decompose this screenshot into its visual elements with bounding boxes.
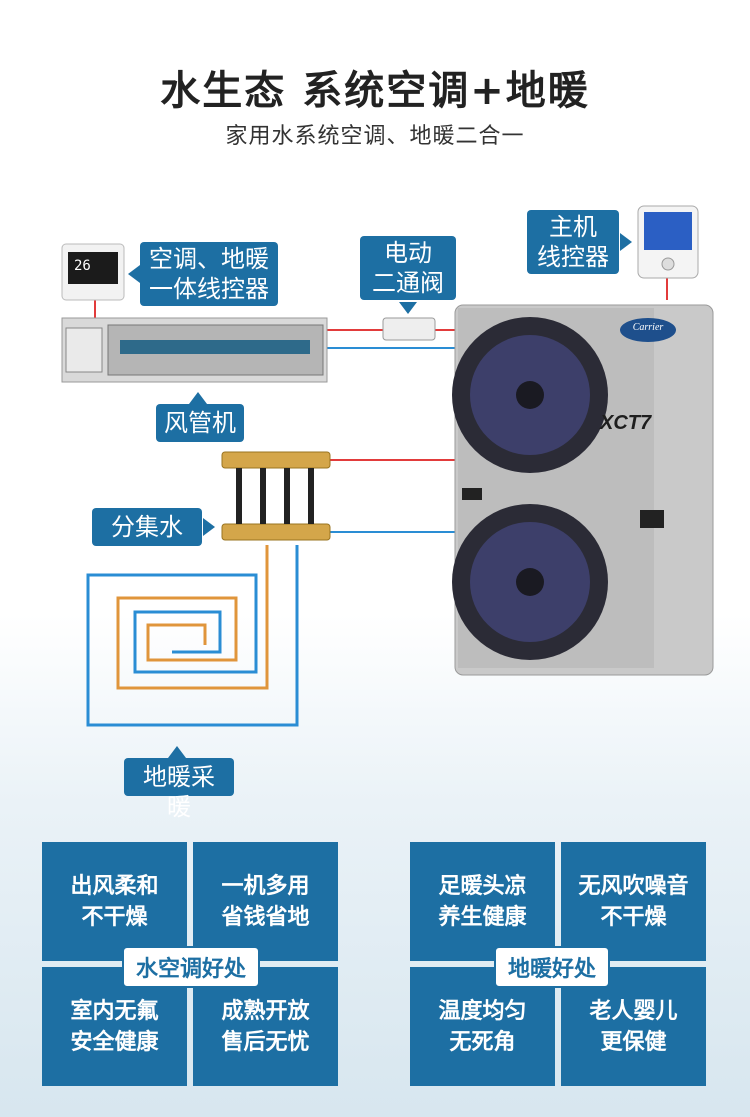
combo-controller-label: 空调、地暖 一体线控器: [140, 242, 278, 306]
heating-benefits-badge: 地暖好处: [494, 946, 611, 988]
ac-benefit-cell: 一机多用 省钱省地: [193, 842, 338, 961]
ac-benefit-line: 成熟开放: [221, 998, 310, 1024]
system-diagram: [61, 205, 714, 727]
main-controller-device: [637, 205, 699, 279]
manifold-arrow: [203, 518, 215, 536]
model-logo: XCT7: [600, 412, 652, 434]
ac-benefits-badge: 水空调好处: [122, 946, 261, 988]
manifold-label: 分集水器: [92, 508, 202, 571]
main-controller-label-line2: 线控器: [537, 243, 609, 271]
ac-benefit-line: 室内无氟: [70, 998, 159, 1024]
heating-benefit-line: 无死角: [449, 1029, 516, 1055]
valve-arrow: [399, 302, 417, 314]
heating-benefit-line: 不干燥: [600, 904, 667, 930]
valve-device: [382, 317, 436, 341]
valve-label-line2: 二通阀: [372, 269, 444, 297]
page-title: 水生态 系统空调+地暖: [160, 68, 590, 114]
duct-unit-device: [61, 317, 328, 383]
heating-benefit-line: 养生健康: [438, 904, 527, 930]
brand-logo: Carrier: [632, 322, 664, 333]
duct-unit-arrow: [189, 392, 207, 404]
ac-benefit-line: 省钱省地: [221, 904, 310, 930]
controller-display-value: 26: [74, 258, 91, 274]
combo-controller-label-line2: 一体线控器: [149, 275, 269, 303]
heating-benefits-panel: 足暖头凉 养生健康 无风吹噪音 不干燥 温度均匀 无死角 老人婴儿 更保健: [410, 842, 706, 1086]
ac-benefit-line: 出风柔和: [70, 873, 159, 899]
ac-benefit-line: 售后无忧: [221, 1029, 310, 1055]
combo-controller-device: [61, 243, 125, 301]
heating-benefit-cell: 足暖头凉 养生健康: [410, 842, 555, 961]
ac-benefit-line: 安全健康: [70, 1029, 159, 1055]
duct-unit-label: 风管机: [156, 404, 244, 442]
outdoor-unit-device: [452, 304, 714, 676]
floor-heating-label: 地暖采暖: [124, 758, 234, 821]
manifold-device: [221, 451, 331, 541]
main-controller-arrow: [620, 233, 632, 251]
combo-controller-arrow: [128, 265, 140, 283]
heating-benefit-line: 无风吹噪音: [578, 873, 689, 899]
heating-benefit-line: 足暖头凉: [438, 873, 527, 899]
page-subtitle: 家用水系统空调、地暖二合一: [225, 124, 525, 149]
valve-label-line1: 电动: [384, 239, 432, 267]
heating-benefit-line: 老人婴儿: [589, 998, 678, 1024]
valve-label: 电动 二通阀: [360, 236, 456, 300]
ac-benefit-line: 一机多用: [221, 873, 310, 899]
floor-heating-coil: [86, 545, 299, 727]
main-controller-label-line1: 主机: [549, 213, 597, 241]
heating-benefit-cell: 无风吹噪音 不干燥: [561, 842, 706, 961]
floor-heating-arrow: [168, 746, 186, 758]
ac-benefit-cell: 出风柔和 不干燥: [42, 842, 187, 961]
ac-benefit-line: 不干燥: [81, 904, 148, 930]
combo-controller-label-line1: 空调、地暖: [149, 245, 269, 273]
heating-benefit-line: 更保健: [600, 1029, 667, 1055]
main-controller-label: 主机 线控器: [527, 210, 619, 274]
heating-benefit-line: 温度均匀: [438, 998, 527, 1024]
